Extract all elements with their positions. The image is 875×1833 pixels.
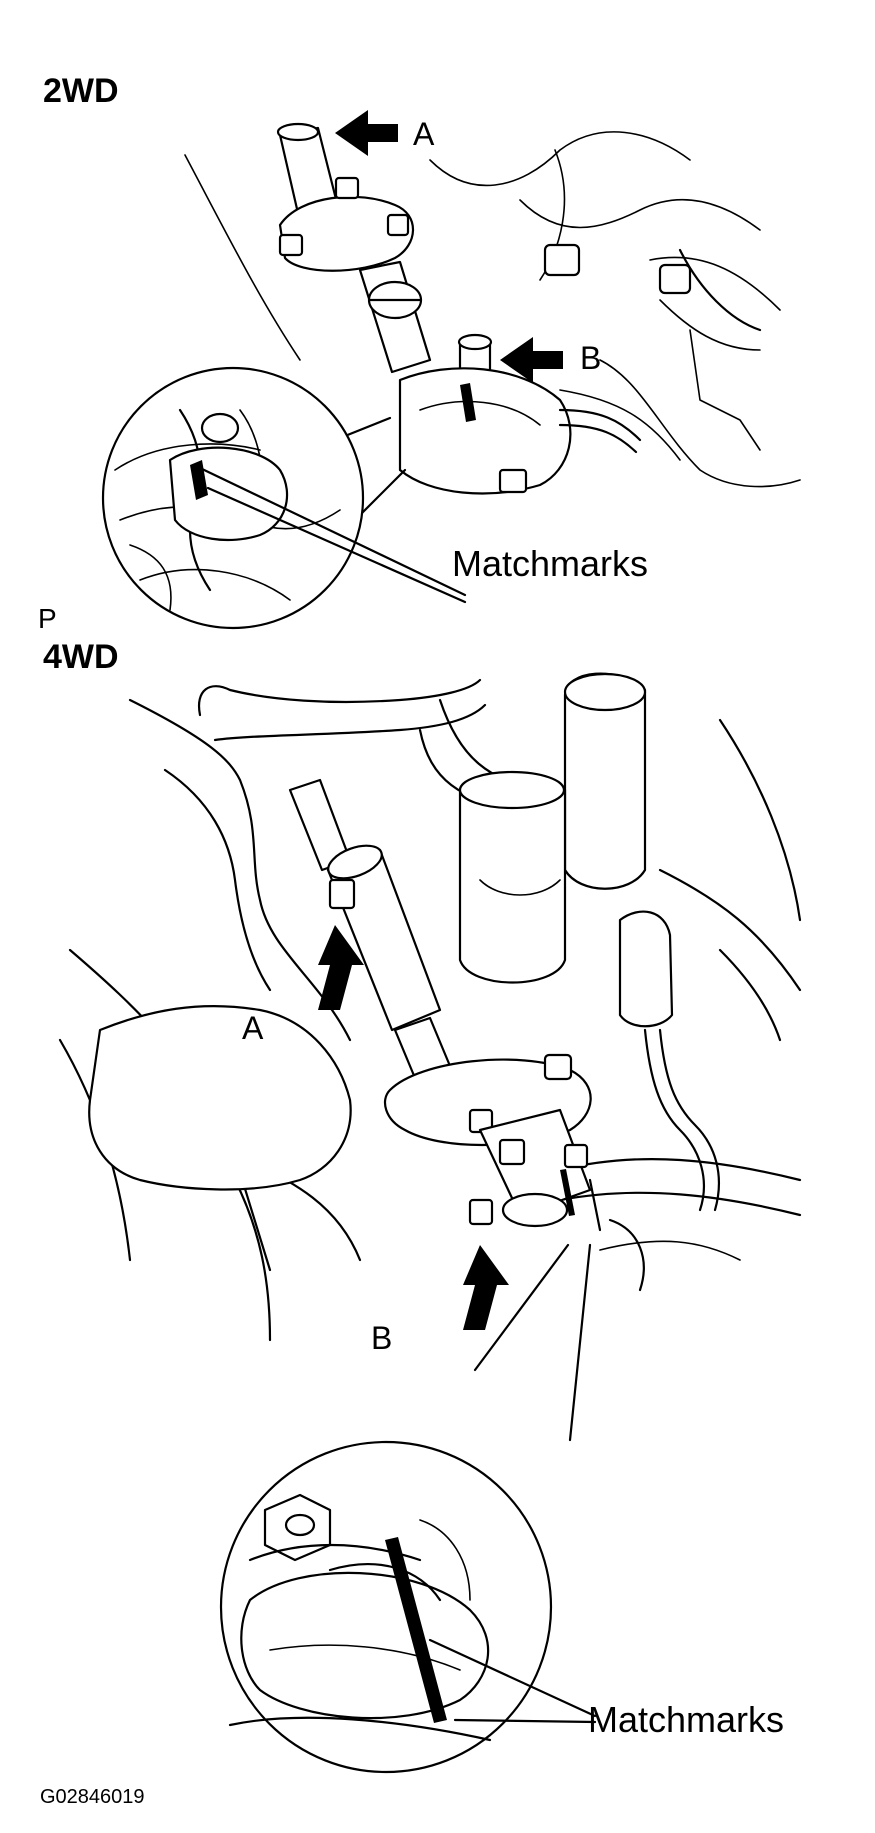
bottom-label-a: A — [242, 1010, 264, 1046]
bottom-label-b: B — [371, 1320, 393, 1356]
top-matchmarks-label: Matchmarks — [452, 543, 649, 584]
top-matchmarks-leader — [198, 466, 467, 604]
bottom-matchmarks-label: Matchmarks — [588, 1699, 785, 1740]
top-view-title: 2WD — [43, 72, 119, 110]
figure-code: G02846019 — [40, 1786, 145, 1808]
bottom-view-title: 4WD — [43, 638, 119, 676]
bottom-4wd-illustration — [58, 672, 802, 1774]
top-label-a: A — [413, 116, 435, 152]
bottom-matchmarks-leader — [428, 1638, 597, 1724]
top-label-b: B — [580, 340, 602, 376]
bottom-prefix-mark: P — [38, 603, 57, 634]
